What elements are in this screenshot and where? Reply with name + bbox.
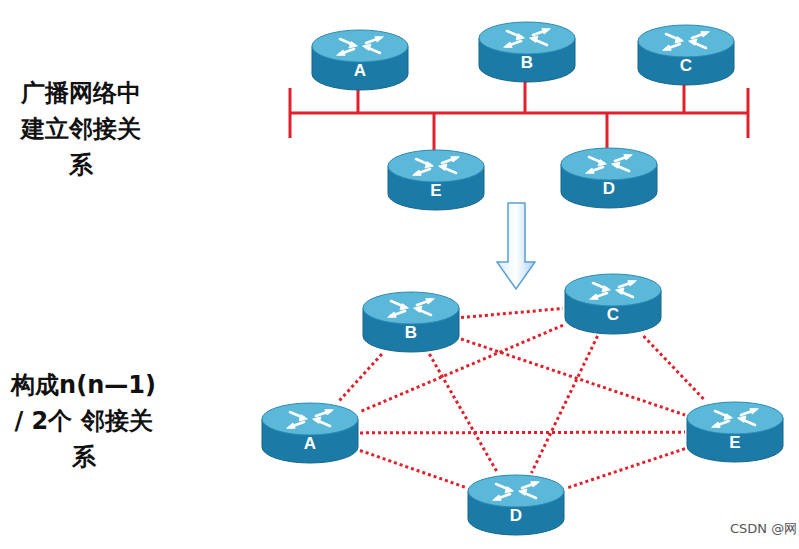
router-letter: E: [685, 433, 785, 453]
adjacency-link: [531, 336, 597, 473]
router-node: C: [636, 23, 736, 87]
router-node: D: [559, 146, 659, 210]
router-icon: [685, 400, 785, 464]
router-node: A: [310, 28, 410, 92]
ethernet-bus: [290, 80, 748, 152]
adjacency-link: [644, 336, 705, 400]
router-icon: [477, 20, 577, 84]
router-icon: [310, 28, 410, 92]
router-icon: [636, 23, 736, 87]
router-icon: [559, 146, 659, 210]
adjacency-link: [429, 354, 497, 473]
router-icon: [386, 148, 486, 212]
router-node: A: [260, 401, 360, 465]
router-letter: B: [477, 53, 577, 73]
adjacency-link: [360, 431, 685, 435]
router-letter: C: [636, 56, 736, 76]
adjacency-link: [339, 354, 382, 401]
router-icon: [563, 272, 663, 336]
router-letter: E: [386, 181, 486, 201]
router-icon: [466, 473, 566, 537]
router-node: C: [563, 272, 663, 336]
router-icon: [260, 401, 360, 465]
router-letter: D: [466, 506, 566, 526]
router-letter: A: [310, 61, 410, 81]
adjacency-link: [566, 449, 685, 489]
router-letter: B: [361, 323, 461, 343]
router-node: D: [466, 473, 566, 537]
router-icon: [361, 290, 461, 354]
router-letter: D: [559, 179, 659, 199]
down-arrow: [497, 203, 535, 289]
router-node: B: [477, 20, 577, 84]
adjacency-link: [360, 450, 466, 487]
side-caption: 广播网络中 建立邻接关系: [18, 75, 144, 183]
router-letter: C: [563, 305, 663, 325]
router-node: E: [386, 148, 486, 212]
router-letter: A: [260, 434, 360, 454]
adjacency-link: [461, 339, 685, 415]
router-node: B: [361, 290, 461, 354]
watermark: CSDN @网: [730, 520, 797, 538]
adjacency-link: [461, 308, 563, 317]
side-caption: 构成n(n—1) / 2个 邻接关系: [8, 367, 159, 475]
router-node: E: [685, 400, 785, 464]
